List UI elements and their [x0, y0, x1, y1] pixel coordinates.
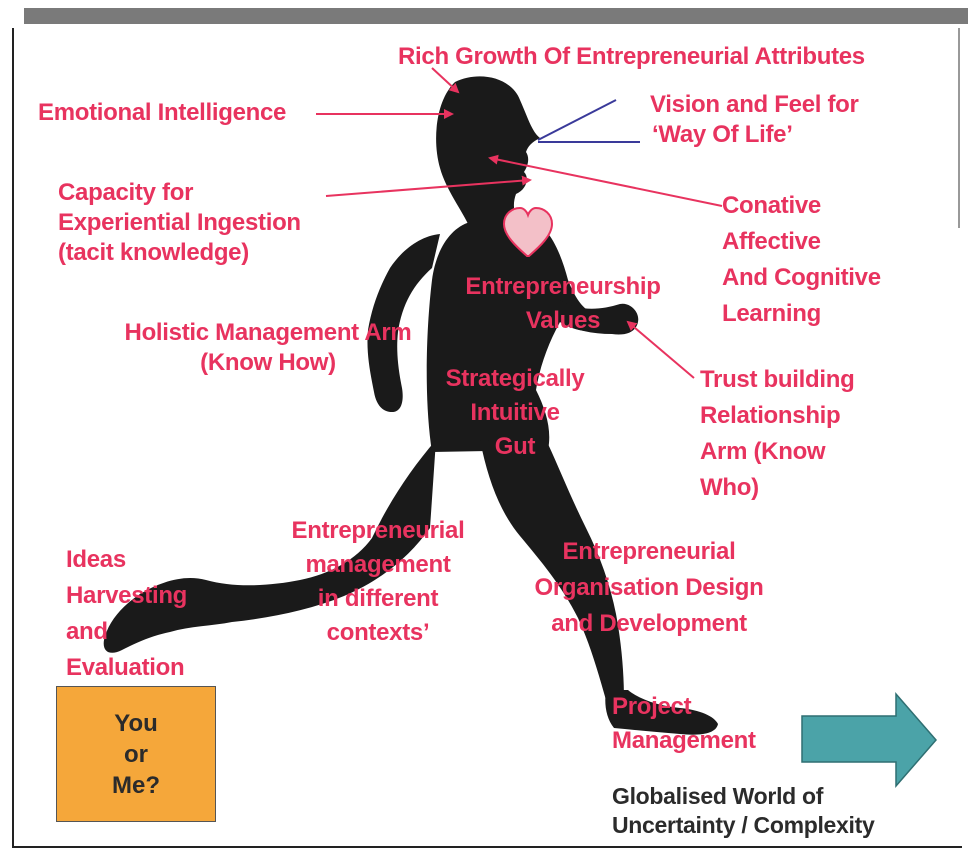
label-org-design-line-1: Entrepreneurial: [562, 538, 736, 565]
label-globalised-line-1: Globalised World of: [612, 783, 824, 809]
vision-line-upper: [537, 99, 617, 141]
label-conative: Conative Affective And Cognitive Learnin…: [722, 188, 881, 332]
label-holistic-line-1: Holistic Management Arm: [124, 319, 412, 346]
you-or-me-box: You or Me?: [56, 686, 216, 822]
heart-icon: [502, 206, 554, 257]
label-globalised-line-2: Uncertainty / Complexity: [612, 812, 875, 838]
right-arrow-icon: [801, 691, 937, 789]
label-capacity-line-2: Experiential Ingestion: [58, 209, 301, 236]
label-conative-line-4: Learning: [722, 300, 821, 327]
label-trust-line-4: Who): [700, 474, 759, 501]
arrow-capacity: [325, 175, 532, 197]
runner-torso: [426, 214, 606, 452]
label-capacity-line-1: Capacity for: [58, 179, 194, 206]
label-globalised: Globalised World of Uncertainty / Comple…: [612, 782, 875, 840]
label-trust: Trust building Relationship Arm (Know Wh…: [700, 362, 855, 506]
label-trust-line-3: Arm (Know: [700, 438, 826, 465]
top-bar: [24, 8, 968, 24]
label-trust-line-1: Trust building: [700, 366, 855, 393]
frame-right: [958, 28, 960, 228]
label-trust-line-2: Relationship: [700, 402, 841, 429]
label-ideas-line-4: Evaluation: [66, 654, 185, 681]
label-org-design-line-3: and Development: [551, 610, 747, 637]
label-ent-management-line-2: management: [305, 551, 451, 578]
frame-bottom: [12, 846, 962, 848]
label-vision-line-2: ‘Way Of Life’: [652, 121, 793, 148]
runner-head: [436, 76, 540, 228]
arrow-conative: [488, 154, 723, 207]
label-ideas: Ideas Harvesting and Evaluation: [66, 542, 187, 686]
runner-front-leg: [480, 440, 624, 700]
label-capacity-line-3: (tacit knowledge): [58, 239, 249, 266]
label-ent-management-line-4: contexts’: [326, 619, 430, 646]
label-ent-management-line-1: Entrepreneurial: [291, 517, 465, 544]
label-conative-line-3: And Cognitive: [722, 264, 881, 291]
label-ent-management: Entrepreneurial management in different …: [274, 514, 482, 650]
label-org-design: Entrepreneurial Organisation Design and …: [518, 534, 780, 642]
label-strategic-line-1: Strategically: [445, 365, 585, 392]
runner-back-leg: [103, 440, 436, 653]
you-box-line-3: Me?: [112, 771, 160, 799]
arrow-rich-growth: [431, 67, 460, 94]
label-values: Entrepreneurship Values: [450, 270, 676, 338]
label-holistic: Holistic Management Arm (Know How): [108, 318, 428, 378]
runner-front-foot: [605, 690, 718, 735]
label-strategic-line-3: Gut: [494, 433, 536, 460]
label-conative-line-2: Affective: [722, 228, 821, 255]
label-capacity: Capacity for Experiential Ingestion (tac…: [58, 178, 301, 268]
label-vision-line-1: Vision and Feel for: [650, 91, 859, 118]
label-strategic-line-2: Intuitive: [470, 399, 560, 426]
label-ideas-line-3: and: [66, 618, 108, 645]
arrow-trust: [626, 320, 695, 379]
label-org-design-line-2: Organisation Design: [534, 574, 764, 601]
label-strategic: Strategically Intuitive Gut: [426, 362, 604, 464]
you-box-line-1: You: [114, 709, 158, 737]
frame-left: [12, 28, 14, 848]
runner-back-arm: [367, 234, 440, 412]
label-vision: Vision and Feel for ‘Way Of Life’: [650, 90, 859, 150]
label-project: Project Management: [612, 690, 756, 758]
label-project-line-2: Management: [612, 727, 756, 754]
label-emotional-intelligence: Emotional Intelligence: [38, 99, 287, 126]
label-values-line-1: Entrepreneurship: [465, 273, 661, 300]
label-project-line-1: Project: [612, 693, 692, 720]
label-conative-line-1: Conative: [722, 192, 821, 219]
label-rich-growth: Rich Growth Of Entrepreneurial Attribute…: [398, 43, 865, 70]
label-ideas-line-2: Harvesting: [66, 582, 188, 609]
label-ent-management-line-3: in different: [317, 585, 439, 612]
label-values-line-2: Values: [525, 307, 601, 334]
label-holistic-line-2: (Know How): [200, 349, 336, 376]
label-ideas-line-1: Ideas: [66, 546, 126, 573]
runner-front-arm: [560, 300, 639, 335]
runner-silhouette: [103, 76, 718, 735]
you-box-line-2: or: [124, 740, 148, 768]
